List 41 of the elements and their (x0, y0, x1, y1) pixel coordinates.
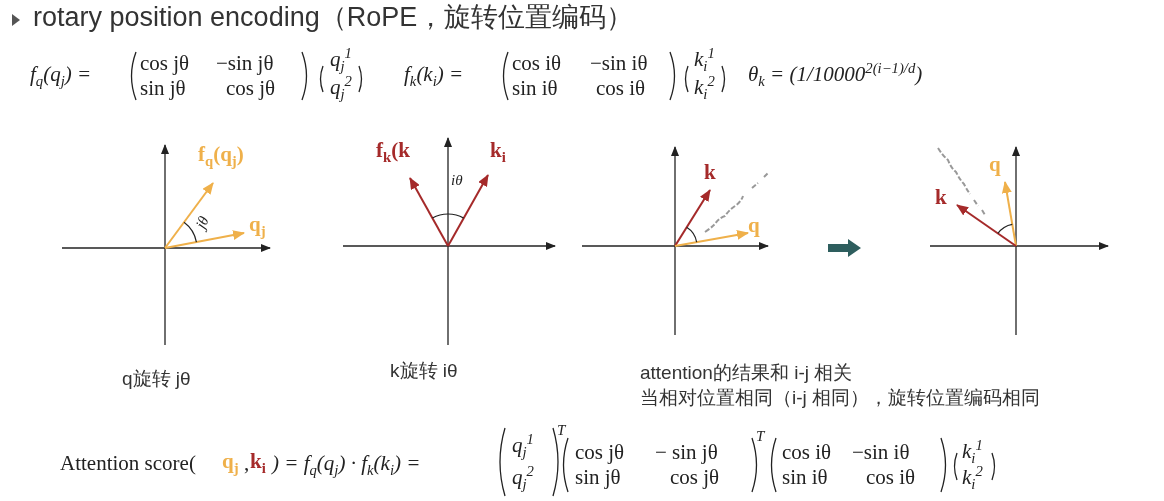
superscript: T (756, 428, 765, 446)
formula-text: Attention score( (60, 451, 196, 476)
caption: attention的结果和 i-j 相关 (640, 362, 853, 384)
vector-label: q$_{j}$ (222, 449, 239, 478)
matrix-entry: − sin jθ (655, 440, 718, 465)
superscript: T (557, 422, 566, 440)
matrix-entry: cos iθ (512, 51, 562, 76)
formula-text: θ$_{k}$ = (1/10000$^{2(i−1)/d}$) (748, 60, 923, 91)
caption: q旋转 jθ (122, 368, 191, 390)
matrix-entry: −sin iθ (590, 51, 648, 76)
vector-label: k$_{i}$ (490, 138, 506, 167)
vector-label: q$_{j}$ (249, 212, 266, 241)
vector-label: f$_{k}$(k (376, 138, 410, 167)
vector-label: q (748, 213, 760, 238)
vector-label: q (989, 152, 1001, 177)
vector-label: k (935, 185, 947, 210)
caption: k旋转 iθ (390, 360, 458, 382)
matrix-entry: cos iθ (782, 440, 832, 465)
matrix-entry: −sin jθ (216, 51, 274, 76)
vector-label: k$_{i}$ (250, 449, 266, 478)
formula-text: , (244, 451, 250, 476)
matrix-entry: −sin iθ (852, 440, 910, 465)
matrix-entry: sin jθ (140, 76, 186, 101)
matrix-entry: cos jθ (140, 51, 190, 76)
formula-text: f$_{q}$(q$_{j}$) = (30, 62, 92, 91)
matrix-entry: sin iθ (512, 76, 558, 101)
angle-label: jθ (192, 213, 213, 232)
matrix-entry: cos iθ (596, 76, 646, 101)
vector-label: k (704, 160, 716, 185)
matrix-entry: cos iθ (866, 465, 916, 490)
formula-text: f$_{k}$(k$_{i}$) = (404, 62, 464, 91)
matrix-entry: cos jθ (575, 440, 625, 465)
caption: 当相对位置相同（i-j 相同），旋转位置编码相同 (640, 387, 1041, 409)
matrix-entry: sin jθ (575, 465, 621, 490)
vector-label: f$_{q}$(q$_{j}$) (198, 142, 244, 171)
matrix-entry: cos jθ (670, 465, 720, 490)
title: rotary position encoding（RoPE，旋转位置编码） (33, 2, 634, 34)
matrix-entry: cos jθ (226, 76, 276, 101)
angle-label: iθ (451, 172, 463, 190)
matrix-entry: sin iθ (782, 465, 828, 490)
formula-text: ) = f$_{q}$(q$_{j}$) · f$_{k}$(k$_{i}$) = (272, 451, 421, 480)
